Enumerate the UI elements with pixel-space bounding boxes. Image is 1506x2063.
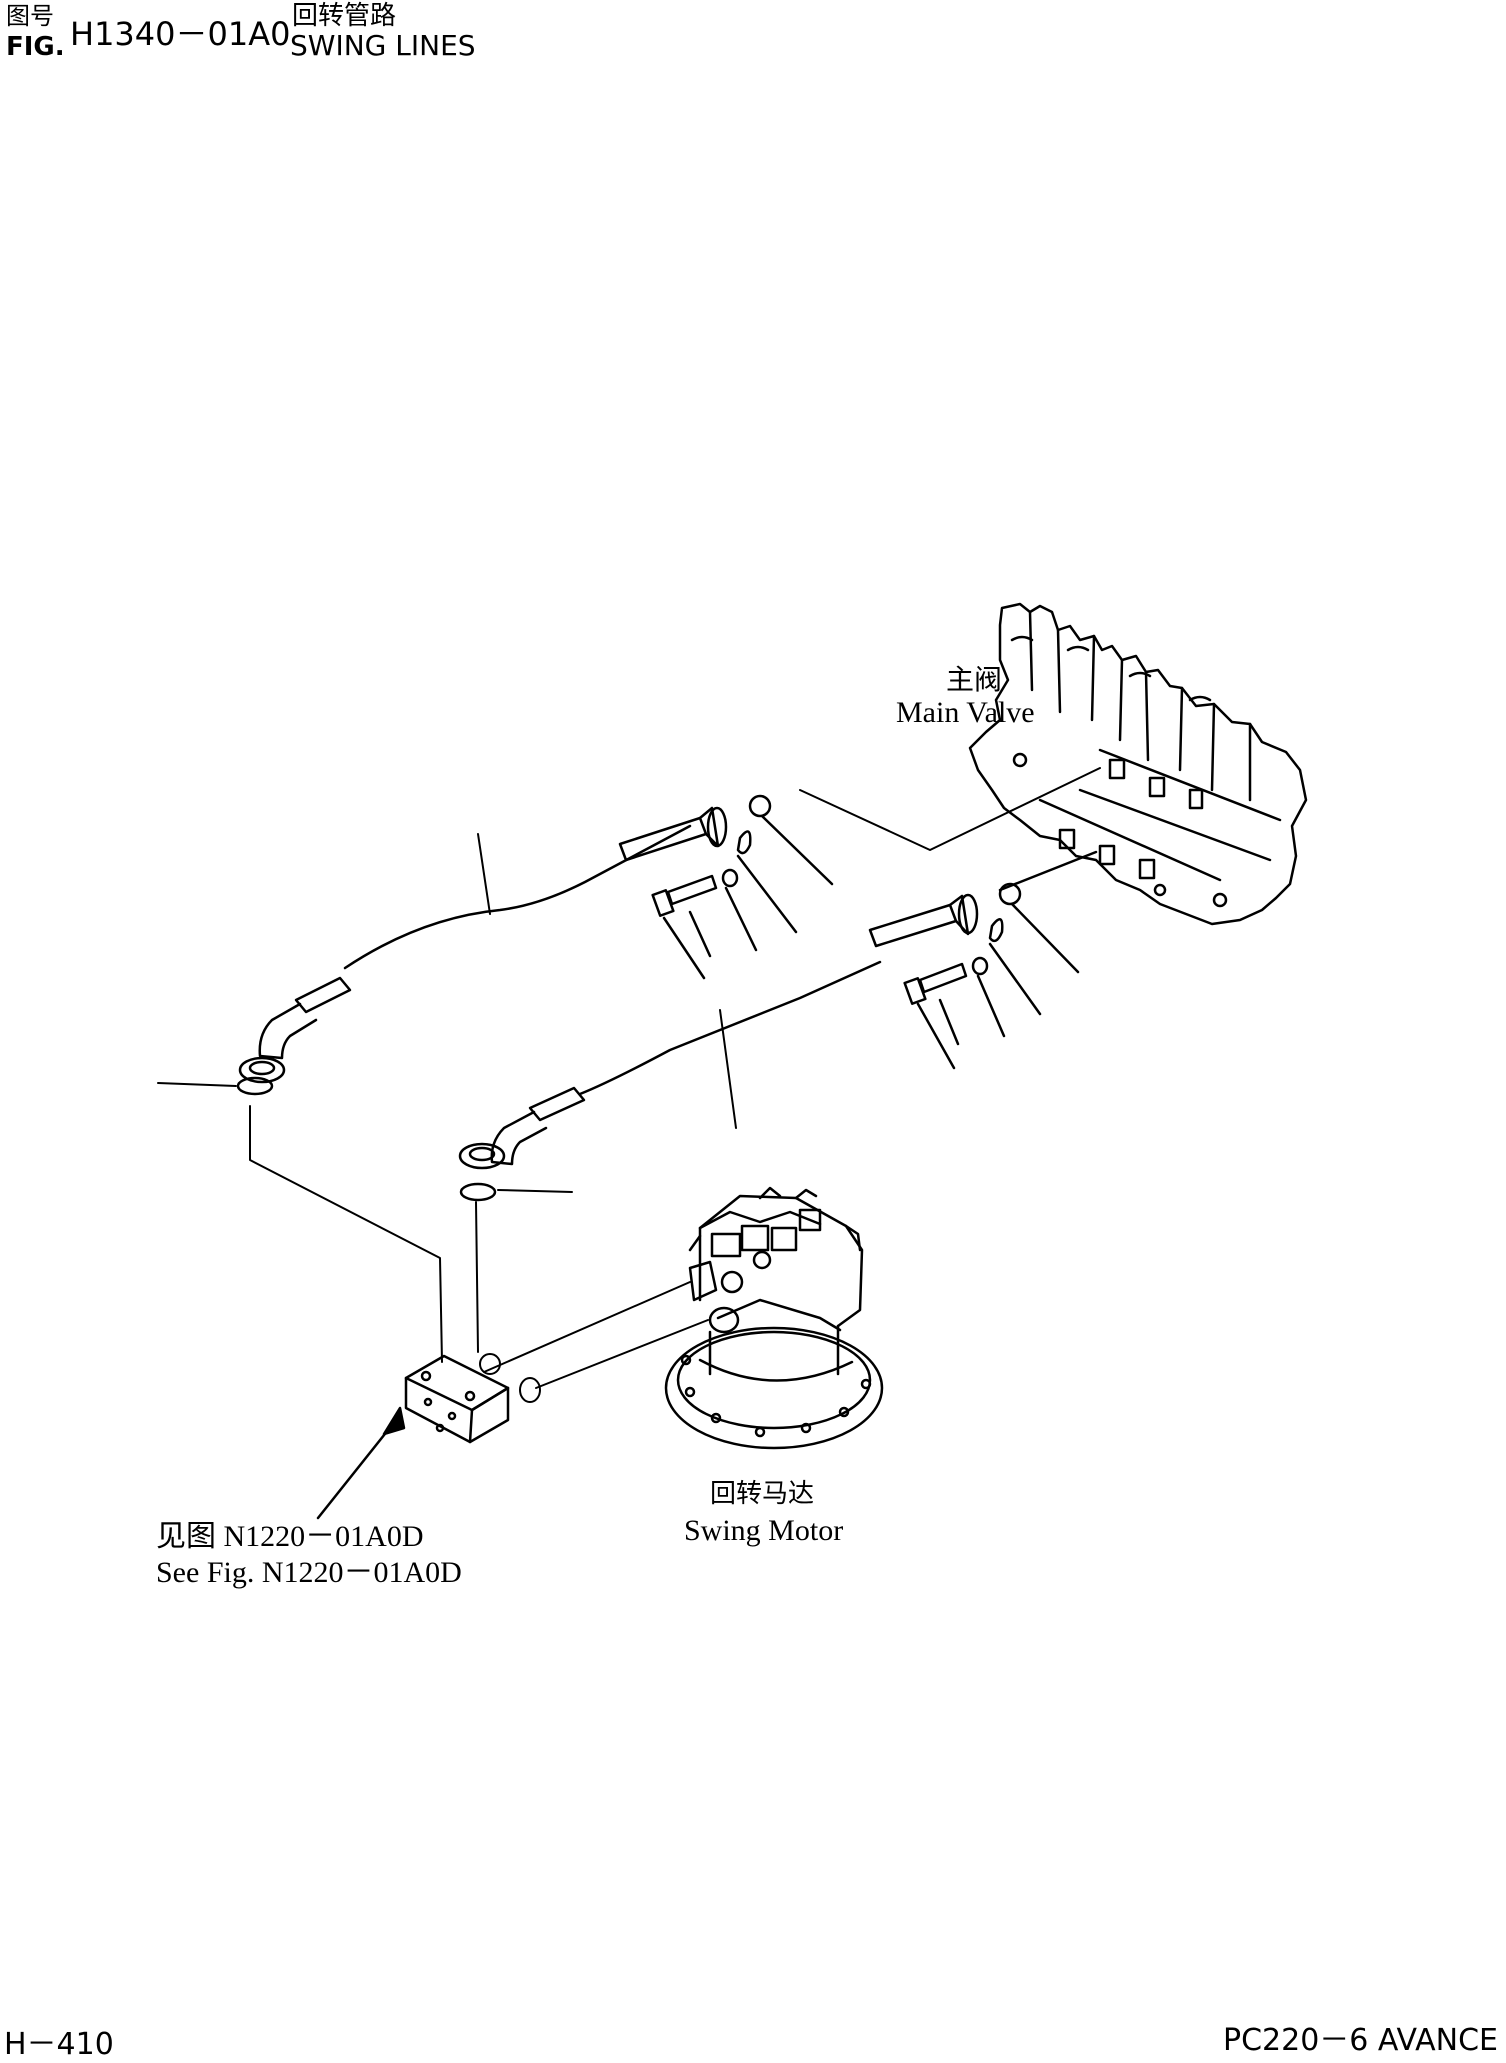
- swing-motor-drawing: [664, 1186, 884, 1450]
- swing-motor-label-en: Swing Motor: [684, 1514, 844, 1547]
- lower-swing-line: [578, 850, 1098, 1129]
- main-valve-drawing: [968, 602, 1308, 926]
- left-elbow-upper: [157, 976, 352, 1096]
- title-cn: 回转管路: [292, 1, 397, 31]
- page-number: H－410: [4, 2027, 114, 2062]
- see-fig-label-cn: 见图 N1220－01A0D: [156, 1520, 424, 1553]
- main-valve-label-cn: 主阀: [946, 663, 1003, 696]
- swing-motor-label-cn: 回转马达: [710, 1479, 815, 1509]
- fig-label-en: FIG.: [6, 32, 65, 62]
- model-name: PC220－6 AVANCE: [1223, 2023, 1498, 2058]
- fig-label-cn: 图号: [6, 2, 54, 30]
- arrow-to-manifold: [316, 1406, 406, 1520]
- manifold-connections: [249, 1105, 709, 1403]
- title-en: SWING LINES: [290, 29, 476, 62]
- manifold-block: [404, 1354, 510, 1444]
- see-fig-label-en: See Fig. N1220－01A0D: [156, 1556, 462, 1589]
- left-elbow-lower: [458, 1086, 586, 1202]
- main-valve-label-en: Main Valve: [896, 696, 1035, 729]
- upper-swing-line: [343, 767, 1101, 980]
- fig-number: H1340－01A0: [70, 15, 291, 53]
